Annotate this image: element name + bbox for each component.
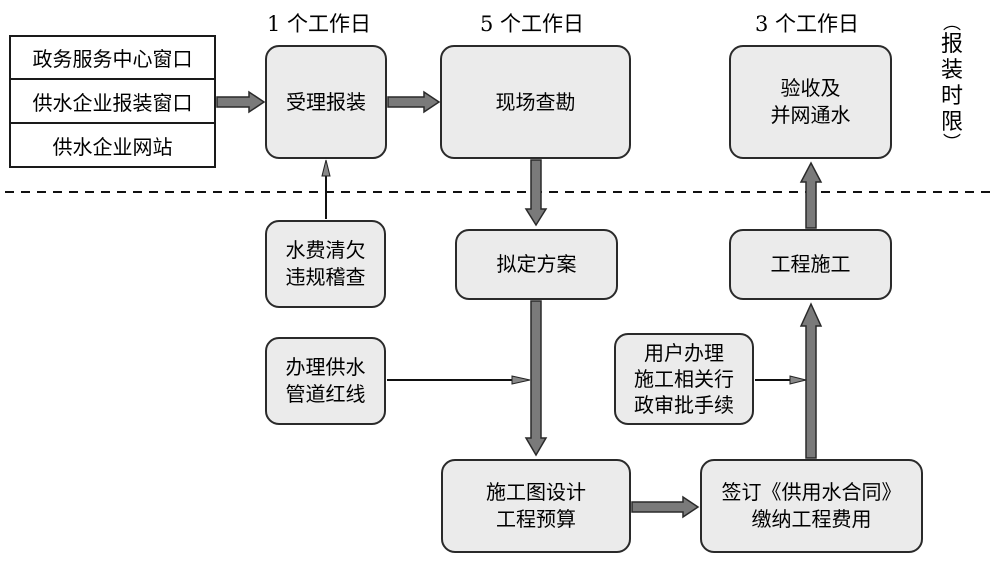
arrow-channels-to-accept bbox=[216, 90, 266, 114]
header-day-5: 5 个工作日 bbox=[480, 12, 585, 36]
node-contract-payment: 签订《供用水合同》 缴纳工程费用 bbox=[700, 459, 923, 553]
arrow-accept-to-survey bbox=[387, 90, 441, 114]
channel-label: 政务服务中心窗口 bbox=[32, 47, 193, 71]
channel-label: 供水企业网站 bbox=[52, 134, 173, 159]
node-accept-application: 受理报装 bbox=[265, 45, 387, 159]
node-arrears-inspection: 水费清欠 违规稽查 bbox=[265, 220, 386, 308]
side-label-char-1: 报 bbox=[940, 32, 963, 57]
arrow-contract-to-construction bbox=[799, 302, 823, 459]
node-label: 水费清欠 违规稽查 bbox=[285, 238, 366, 289]
node-label: 签订《供用水合同》 缴纳工程费用 bbox=[721, 480, 902, 531]
node-label: 现场查勘 bbox=[495, 89, 576, 114]
arrow-survey-to-plan bbox=[524, 159, 548, 227]
side-label-char-3: 时 bbox=[940, 84, 963, 109]
channel-utility-window: 供水企业报装窗口 bbox=[9, 78, 216, 124]
thin-arrowhead-redline bbox=[511, 375, 531, 385]
node-label: 用户办理 施工相关行 政审批手续 bbox=[634, 341, 734, 417]
node-pipeline-redline: 办理供水 管道红线 bbox=[265, 337, 386, 425]
node-design-budget: 施工图设计 工程预算 bbox=[441, 459, 631, 553]
node-label: 拟定方案 bbox=[496, 252, 577, 276]
thin-arrowhead-permits bbox=[789, 375, 807, 385]
node-site-survey: 现场查勘 bbox=[440, 45, 631, 159]
node-permit-procedures: 用户办理 施工相关行 政审批手续 bbox=[614, 333, 754, 425]
node-label: 受理报装 bbox=[286, 89, 366, 114]
node-acceptance-connection: 验收及 并网通水 bbox=[729, 45, 892, 159]
channel-gov-service-window: 政务服务中心窗口 bbox=[9, 35, 216, 80]
side-label-char-2: 装 bbox=[940, 58, 963, 83]
arrow-plan-to-design bbox=[524, 300, 548, 457]
channel-utility-website: 供水企业网站 bbox=[9, 122, 216, 168]
channel-label: 供水企业报装窗口 bbox=[32, 90, 193, 115]
side-label-paren-close: ︶ bbox=[943, 133, 961, 154]
side-label-time-limit: ︵ 报 装 时 限 ︶ bbox=[940, 13, 964, 154]
side-label-char-4: 限 bbox=[940, 110, 963, 135]
arrow-design-to-contract bbox=[631, 495, 700, 519]
node-draft-plan: 拟定方案 bbox=[455, 229, 618, 300]
node-label: 施工图设计 工程预算 bbox=[486, 480, 586, 531]
node-construction: 工程施工 bbox=[729, 229, 892, 300]
arrow-construction-to-acceptance bbox=[799, 161, 823, 229]
node-label: 验收及 并网通水 bbox=[770, 76, 851, 127]
header-day-3: 3 个工作日 bbox=[755, 12, 860, 36]
side-label-paren-open: ︵ bbox=[943, 13, 961, 34]
node-label: 办理供水 管道红线 bbox=[285, 355, 366, 406]
header-day-1: 1 个工作日 bbox=[267, 12, 372, 36]
node-label: 工程施工 bbox=[770, 252, 851, 276]
thin-arrowhead-arrears bbox=[321, 159, 331, 177]
